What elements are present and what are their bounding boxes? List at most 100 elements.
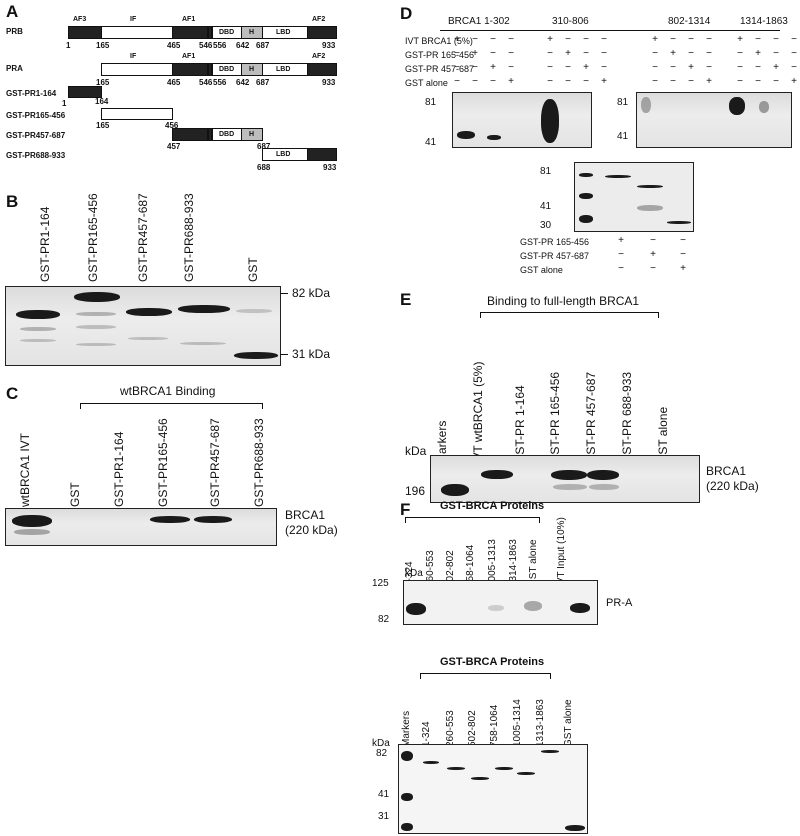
band — [76, 343, 116, 346]
band — [495, 767, 513, 770]
minus-sign: − — [652, 76, 658, 87]
panel-d-coomassie-gel — [574, 162, 694, 232]
prb-num: 556 — [213, 41, 227, 50]
minus-sign: − — [755, 62, 761, 73]
lane-label: Markers — [401, 710, 412, 747]
panel-label-f: F — [400, 500, 411, 519]
marker-41: 41 — [425, 137, 437, 148]
band — [524, 601, 542, 611]
plus-sign: + — [618, 235, 624, 246]
band — [759, 101, 769, 113]
band — [579, 193, 593, 199]
minus-sign: − — [650, 263, 656, 274]
plus-sign: + — [773, 62, 779, 73]
minus-sign: − — [472, 62, 478, 73]
prb-dbd-label: DBD — [219, 29, 235, 36]
panel-c-brca1-size: (220 kDa) — [285, 523, 338, 537]
prb-af1-label: AF1 — [182, 16, 196, 23]
pra-hinge-block — [208, 63, 212, 76]
band — [579, 173, 593, 177]
band — [76, 312, 116, 316]
panel-f-title: GST-BRCA Proteins — [440, 500, 545, 512]
band — [729, 97, 745, 115]
marker-125: 125 — [372, 578, 389, 589]
gst-pr688-933-af2 — [307, 148, 337, 161]
minus-sign: − — [565, 76, 571, 87]
gst-pr165-456-bar — [101, 108, 173, 120]
gst3-num: 457 — [167, 142, 181, 151]
row-label-gst-pr457-687: GST-PR457-687 — [6, 131, 66, 140]
prb-num: 165 — [96, 41, 110, 50]
minus-sign: − — [547, 76, 553, 87]
minus-sign: − — [565, 62, 571, 73]
panel-label-e: E — [400, 290, 412, 309]
minus-sign: − — [737, 76, 743, 87]
row-label-pra: PRA — [6, 64, 23, 73]
minus-sign: − — [618, 263, 624, 274]
lane-label: IVT Input (10%) — [556, 517, 567, 587]
plus-sign: + — [547, 34, 553, 45]
minus-sign: − — [652, 48, 658, 59]
minus-sign: − — [490, 48, 496, 59]
marker-31kda: 31 kDa — [292, 347, 331, 361]
band — [447, 767, 465, 770]
panel-label-a: A — [6, 2, 19, 21]
minus-sign: − — [490, 76, 496, 87]
minus-sign: − — [755, 34, 761, 45]
minus-sign: − — [454, 62, 460, 73]
panel-d-blot-left — [452, 92, 592, 148]
minus-sign: − — [472, 76, 478, 87]
minus-sign: − — [706, 62, 712, 73]
minus-sign: − — [773, 76, 779, 87]
col-header: 1314-1863 — [740, 16, 788, 27]
plus-sign: + — [688, 62, 694, 73]
lane-label: GST-PR 688-933 — [620, 371, 634, 464]
band — [487, 135, 501, 140]
marker-81-right: 81 — [617, 97, 629, 108]
band — [20, 339, 56, 342]
pra-lbd-label: LBD — [276, 66, 291, 73]
prb-af3-label: AF3 — [73, 16, 87, 23]
bracket-end — [658, 312, 659, 318]
prb-if-label: IF — [130, 16, 137, 23]
minus-sign: − — [601, 62, 607, 73]
prb-af2-domain — [307, 26, 337, 39]
minus-sign: − — [547, 62, 553, 73]
band — [488, 605, 504, 611]
panel-e-brca1-label: BRCA1 — [706, 464, 747, 478]
minus-sign: − — [680, 235, 686, 246]
panel-c-blot — [5, 508, 277, 546]
col-header: 802-1314 — [668, 16, 711, 27]
minus-sign: − — [773, 48, 779, 59]
lane-label-gst-pr1-164: GST-PR1-164 — [112, 431, 126, 507]
minus-sign: − — [791, 62, 797, 73]
row-label-prb: PRB — [6, 27, 23, 36]
minus-sign: − — [688, 34, 694, 45]
minus-sign: − — [670, 34, 676, 45]
gst4-num: 933 — [323, 163, 337, 172]
panel-label-b: B — [6, 192, 19, 211]
plus-sign: + — [670, 48, 676, 59]
gst-pr457-687-af1 — [172, 128, 208, 141]
marker-82-bottom: 82 — [376, 748, 388, 759]
band — [150, 516, 190, 523]
plus-sign: + — [650, 249, 656, 260]
minus-sign: − — [454, 76, 460, 87]
plus-sign: + — [454, 34, 460, 45]
lane-label-gst-pr457-687: GST-PR457-687 — [136, 193, 150, 282]
gst1-num: 164 — [95, 97, 109, 106]
minus-sign: − — [601, 48, 607, 59]
gst3-num: 687 — [257, 142, 271, 151]
plus-sign: + — [583, 62, 589, 73]
minus-sign: − — [650, 235, 656, 246]
panel-e-bracket — [480, 312, 658, 313]
band — [406, 603, 426, 615]
gst4-num: 688 — [257, 163, 271, 172]
minus-sign: − — [680, 249, 686, 260]
minus-sign: − — [773, 34, 779, 45]
prb-if-domain — [101, 26, 173, 39]
minus-sign: − — [472, 34, 478, 45]
lane-label: 502-802 — [467, 710, 478, 747]
plus-sign: + — [737, 34, 743, 45]
marker-31-bottom: 31 — [378, 811, 390, 822]
